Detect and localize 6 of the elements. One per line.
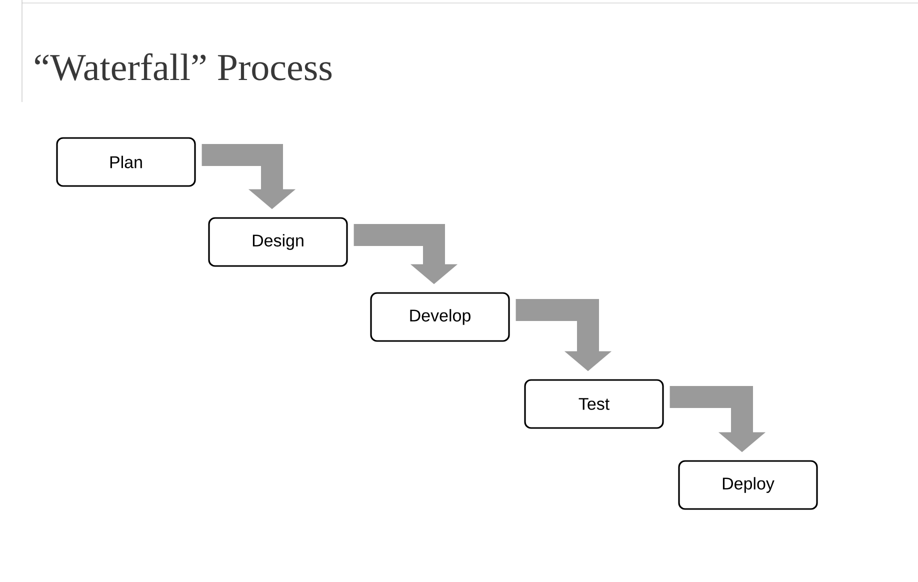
process-box: Design [208, 217, 348, 267]
slide-title: “Waterfall” Process [35, 53, 332, 81]
process-box: Plan [56, 137, 196, 187]
process-box: Deploy [678, 460, 818, 510]
process-box: Test [524, 379, 664, 429]
process-box: Develop [370, 292, 510, 342]
